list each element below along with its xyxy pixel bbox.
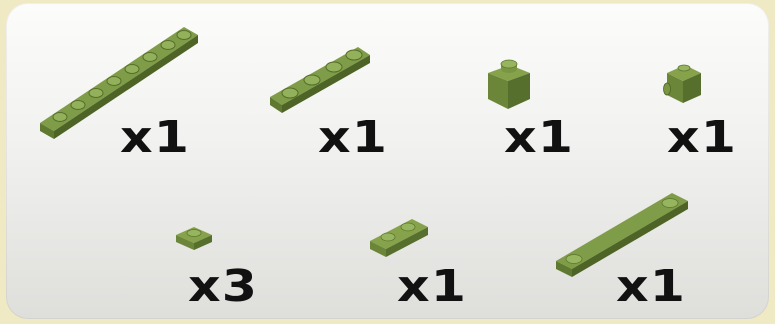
part-plate-1x1 <box>174 223 214 253</box>
parts-list-panel: x1 x1 <box>6 3 769 319</box>
qty-label: x1 <box>616 261 687 312</box>
qty-label: x1 <box>318 112 389 163</box>
part-plate-1x2 <box>368 215 432 259</box>
part-tile-1x6 <box>552 189 692 281</box>
tile-1x6-icon <box>556 193 688 277</box>
brick-1x1-side-stud-icon <box>663 64 701 103</box>
brick-1x1-icon <box>488 59 530 109</box>
plate-1x1-icon <box>176 227 212 250</box>
qty-label: x1 <box>504 112 575 163</box>
part-brick-1x1 <box>486 57 536 113</box>
plate-1x8-icon <box>40 27 198 139</box>
qty-label: x3 <box>188 261 259 312</box>
part-brick-1x1-side-stud <box>661 61 703 107</box>
plate-1x2-icon <box>370 219 428 257</box>
part-plate-1x4 <box>266 43 376 123</box>
qty-label: x1 <box>667 112 738 163</box>
plate-1x4-icon <box>270 47 370 113</box>
qty-label: x1 <box>397 261 468 312</box>
part-plate-1x8 <box>34 23 204 153</box>
qty-label: x1 <box>120 112 191 163</box>
